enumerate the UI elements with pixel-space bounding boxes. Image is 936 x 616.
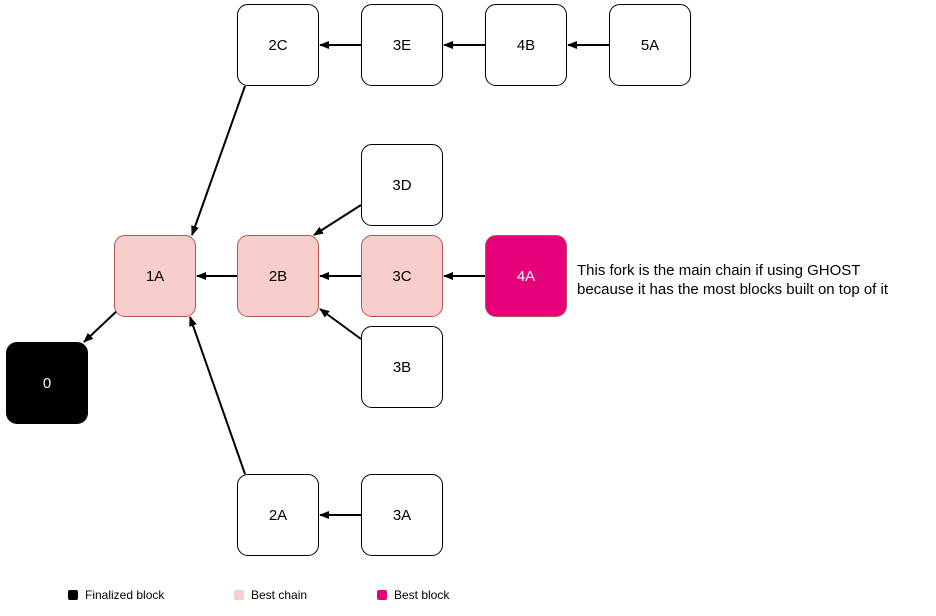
block-2c: 2C (237, 4, 319, 86)
legend-finalized: Finalized block (68, 587, 164, 603)
edge-1a-to-0 (83, 307, 121, 343)
block-label: 1A (145, 267, 165, 285)
block-2b: 2B (237, 235, 319, 317)
annotation-line-1: This fork is the main chain if using GHO… (577, 262, 861, 279)
legend-best-block-swatch (377, 590, 387, 600)
block-label: 3D (392, 176, 412, 194)
block-0: 0 (6, 342, 88, 424)
block-3e: 3E (361, 4, 443, 86)
ghost-annotation: This fork is the main chain if using GHO… (577, 261, 933, 299)
block-label: 3B (392, 358, 412, 376)
block-label: 0 (42, 374, 52, 392)
legend-finalized-swatch (68, 590, 78, 600)
block-4b: 4B (485, 4, 567, 86)
legend-best-block-label: Best block (394, 588, 450, 602)
edge-3d-to-2b (313, 204, 362, 236)
legend-best-chain: Best chain (234, 587, 307, 603)
annotation-line-2: because it has the most blocks built on … (577, 281, 889, 298)
block-label: 2A (268, 506, 288, 524)
block-4a: 4A (485, 235, 567, 317)
edge-2a-to-1a (189, 316, 246, 475)
block-label: 4B (516, 36, 536, 54)
legend-finalized-label: Finalized block (85, 588, 165, 602)
block-label: 2C (268, 36, 288, 54)
block-3a: 3A (361, 474, 443, 556)
block-1a: 1A (114, 235, 196, 317)
legend-best-chain-swatch (234, 590, 244, 600)
legend-best-block: Best block (377, 587, 449, 603)
edge-2c-to-1a (191, 85, 246, 236)
block-label: 3C (392, 267, 412, 285)
block-label: 4A (516, 267, 536, 285)
block-3c: 3C (361, 235, 443, 317)
block-5a: 5A (609, 4, 691, 86)
edge-3b-to-2b (319, 308, 362, 340)
block-label: 2B (268, 267, 288, 285)
block-2a: 2A (237, 474, 319, 556)
block-label: 3E (392, 36, 412, 54)
block-3b: 3B (361, 326, 443, 408)
block-3d: 3D (361, 144, 443, 226)
block-label: 3A (392, 506, 412, 524)
legend-best-chain-label: Best chain (251, 588, 308, 602)
block-label: 5A (640, 36, 660, 54)
